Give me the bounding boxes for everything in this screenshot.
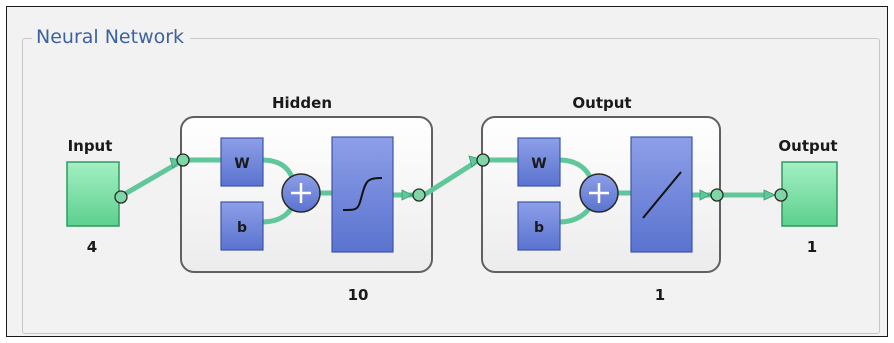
input-label: Input [68, 137, 113, 155]
output-label: Output [778, 137, 837, 155]
connector-node [710, 188, 724, 202]
window-frame [6, 6, 888, 337]
hidden-weight-block [220, 137, 264, 187]
connector-node [176, 153, 190, 167]
connector-input-hidden [120, 159, 183, 198]
output-size: 1 [807, 238, 817, 256]
connector-node [412, 188, 426, 202]
hidden-neuron-count: 10 [348, 286, 369, 304]
output-weight-label: W [531, 156, 546, 172]
input-size: 4 [87, 238, 97, 256]
hidden-weight-label: W [234, 156, 249, 172]
output-block [781, 161, 838, 227]
input-block [66, 161, 120, 227]
hidden-layer-title: Hidden [272, 94, 332, 112]
linear-line-icon [642, 171, 682, 219]
group-title: Neural Network [32, 26, 191, 48]
output-neuron-count: 1 [655, 286, 665, 304]
hidden-bias-label: b [237, 220, 247, 236]
connector-node [114, 190, 128, 204]
plus-icon [291, 183, 311, 203]
output-bias-block [517, 201, 561, 251]
neural-network-group [22, 38, 880, 334]
connector-node [774, 188, 788, 202]
connector-hidden-output [421, 157, 482, 198]
plus-icon [589, 183, 609, 203]
output-bias-label: b [534, 220, 544, 236]
output-weight-block [517, 137, 561, 187]
output-layer-title: Output [572, 94, 631, 112]
sigmoid-curve-icon [342, 177, 383, 211]
hidden-bias-block [220, 201, 264, 251]
connector-node [476, 153, 490, 167]
